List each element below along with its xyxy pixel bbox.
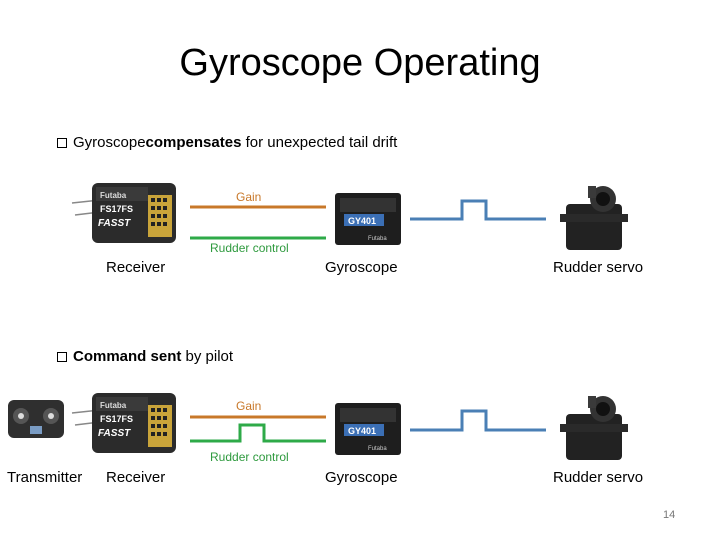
svg-text:Futaba: Futaba	[100, 401, 127, 410]
rudder-control-label: Rudder control	[210, 450, 289, 464]
slide-title: Gyroscope Operating	[179, 42, 541, 84]
gyroscope-device: GY401 Futaba	[335, 403, 401, 455]
receiver-device: Futaba FS17FS FASST	[71, 393, 176, 453]
servo-signal-wire	[410, 199, 546, 221]
servo-signal-wire	[410, 409, 546, 432]
transmitter-device	[8, 400, 64, 438]
servo-device	[560, 186, 628, 250]
checkbox-bullet-icon	[57, 137, 67, 148]
svg-text:GY401: GY401	[348, 216, 376, 226]
bullet-command-sent: Command sent by pilot	[57, 348, 233, 365]
rudder-servo-label: Rudder servo	[553, 469, 644, 486]
svg-text:FS17FS: FS17FS	[100, 414, 133, 424]
svg-text:FS17FS: FS17FS	[100, 204, 133, 214]
svg-text:GY401: GY401	[348, 426, 376, 436]
svg-text:Futaba: Futaba	[100, 191, 127, 200]
rudder-control-label: Rudder control	[210, 241, 289, 255]
transmitter-label: Transmitter	[7, 469, 83, 486]
gyroscope-label: Gyroscope	[325, 259, 398, 276]
rudder-servo-label: Rudder servo	[553, 259, 644, 276]
svg-text:Futaba: Futaba	[368, 236, 387, 242]
receiver-label: Receiver	[106, 469, 166, 486]
receiver-device: Futaba FS17FS FASST	[71, 183, 176, 243]
receiver-label: Receiver	[106, 259, 166, 276]
gain-label: Gain	[236, 190, 262, 204]
page-number: 14	[663, 509, 676, 521]
rudder-control-wire-pulse	[190, 423, 326, 443]
gain-label: Gain	[236, 399, 262, 413]
gyroscope-device: GY401 Futaba	[335, 193, 401, 245]
svg-text:FASST: FASST	[98, 218, 131, 229]
gyroscope-label: Gyroscope	[325, 469, 398, 486]
bullet-compensates: Gyroscope compensates for unexpected tai…	[57, 134, 397, 151]
svg-text:Futaba: Futaba	[368, 446, 387, 452]
svg-text:FASST: FASST	[98, 428, 131, 439]
servo-device	[560, 396, 628, 460]
checkbox-bullet-icon	[57, 351, 67, 362]
